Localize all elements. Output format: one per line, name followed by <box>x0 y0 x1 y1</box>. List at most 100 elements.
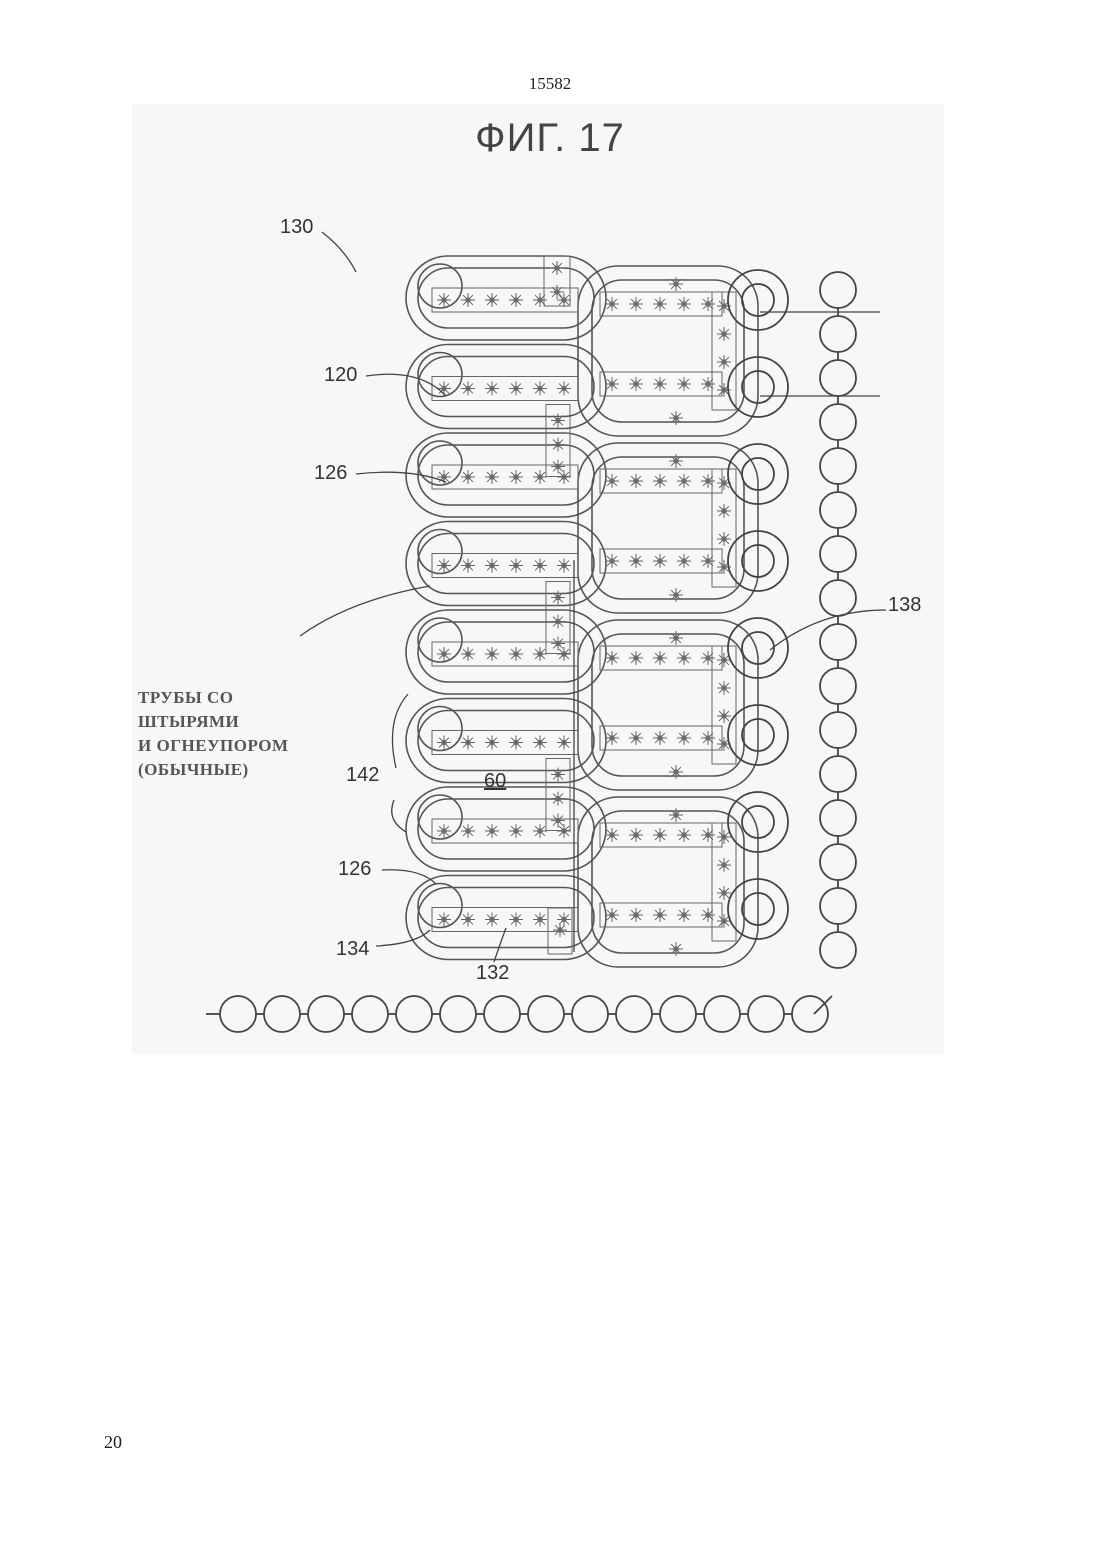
right-tube-rows <box>578 266 758 967</box>
wall-tube <box>820 844 856 880</box>
stud-star <box>437 647 451 661</box>
ref-label-138: 138 <box>888 594 921 617</box>
stud-star <box>701 377 715 391</box>
stud-star <box>533 736 547 750</box>
stud-star <box>701 828 715 842</box>
caption-line: ТРУБЫ СО <box>138 686 289 710</box>
wall-tube <box>820 932 856 968</box>
stud-star <box>557 913 571 927</box>
stud-star <box>605 828 619 842</box>
wall-tube <box>820 272 856 308</box>
stud-star <box>551 591 565 605</box>
stud-star <box>509 736 523 750</box>
stud-star <box>557 559 571 573</box>
stud-star <box>509 470 523 484</box>
wall-tube <box>220 996 256 1032</box>
stud-star <box>533 470 547 484</box>
wall-tube <box>820 316 856 352</box>
stud-star <box>677 651 691 665</box>
stud-star <box>533 382 547 396</box>
stud-star <box>653 297 667 311</box>
stud-star <box>701 731 715 745</box>
wall-tube <box>792 996 828 1032</box>
stud-star <box>461 293 475 307</box>
wall-tube <box>820 448 856 484</box>
stud-star <box>653 377 667 391</box>
stud-star <box>629 554 643 568</box>
caption-line: ШТЫРЯМИ <box>138 710 289 734</box>
stud-star <box>551 637 565 651</box>
wall-tube <box>704 996 740 1032</box>
ref-label-130: 130 <box>280 216 313 239</box>
wall-tube <box>308 996 344 1032</box>
stud-star <box>677 731 691 745</box>
stud-star <box>557 382 571 396</box>
stud-star <box>701 908 715 922</box>
stud-star <box>605 377 619 391</box>
stud-star <box>509 293 523 307</box>
stud-star <box>669 765 683 779</box>
stud-star <box>717 327 731 341</box>
stud-star <box>653 908 667 922</box>
wall-tube <box>660 996 696 1032</box>
stud-star <box>461 382 475 396</box>
stud-star <box>629 474 643 488</box>
stud-star <box>550 261 564 275</box>
horizontal-water-wall <box>206 996 832 1032</box>
stud-star <box>605 474 619 488</box>
caption-line: (ОБЫЧНЫЕ) <box>138 758 289 782</box>
stud-star <box>461 470 475 484</box>
stud-star <box>485 559 499 573</box>
stud-star <box>701 297 715 311</box>
stud-star <box>485 647 499 661</box>
stud-star <box>677 554 691 568</box>
stud-star <box>533 559 547 573</box>
stud-star <box>669 277 683 291</box>
ref-label-126-lower: 126 <box>338 858 371 881</box>
tube-end-circle <box>418 795 462 839</box>
leader-126-lower <box>382 870 436 884</box>
stud-star <box>669 454 683 468</box>
stud-star <box>557 293 571 307</box>
tube-end-circle <box>418 618 462 662</box>
ref-label-134: 134 <box>336 938 369 961</box>
stud-star <box>485 293 499 307</box>
stud-star <box>509 647 523 661</box>
stud-star <box>717 709 731 723</box>
ref-label-142: 142 <box>346 764 379 787</box>
stud-star <box>717 886 731 900</box>
stud-star <box>437 824 451 838</box>
stud-star <box>717 858 731 872</box>
wall-tube <box>820 756 856 792</box>
stud-star <box>485 824 499 838</box>
stud-star <box>533 647 547 661</box>
wall-tube <box>820 580 856 616</box>
stud-star <box>629 651 643 665</box>
tube-end-circle <box>418 264 462 308</box>
stud-strip <box>432 377 578 401</box>
stud-star <box>701 554 715 568</box>
wall-tube <box>820 624 856 660</box>
stud-star <box>669 808 683 822</box>
stud-star <box>717 681 731 695</box>
leader-142-up <box>392 694 408 768</box>
wall-tube <box>820 492 856 528</box>
stud-star <box>437 293 451 307</box>
stud-star <box>717 504 731 518</box>
stud-star <box>551 414 565 428</box>
stud-star <box>533 913 547 927</box>
stud-star <box>553 923 567 937</box>
stud-star <box>669 411 683 425</box>
ref-label-126-upper: 126 <box>314 462 347 485</box>
stud-star <box>437 913 451 927</box>
stud-star <box>677 474 691 488</box>
stud-star <box>629 377 643 391</box>
tube-end-circle <box>418 530 462 574</box>
stud-star <box>605 731 619 745</box>
stud-star <box>629 297 643 311</box>
stud-star <box>677 828 691 842</box>
stud-star <box>550 285 564 299</box>
stud-star <box>629 828 643 842</box>
leader-142-down <box>392 800 406 832</box>
stud-star <box>461 647 475 661</box>
